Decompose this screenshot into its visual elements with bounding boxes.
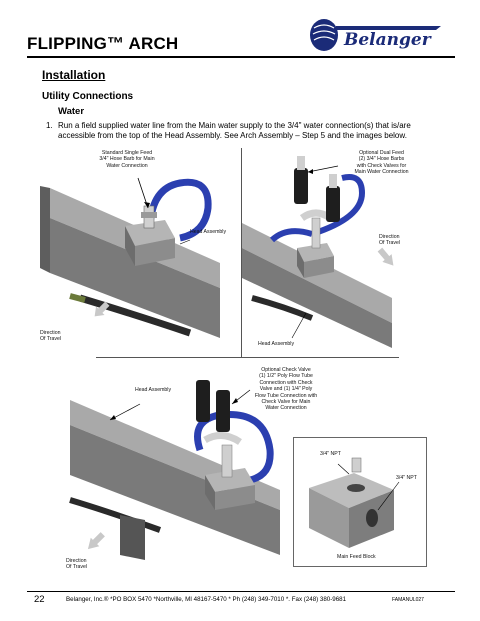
callout-dual-feed: Optional Dual Feed (2) 3/4" Hose Barbs w… (354, 150, 409, 176)
page-title: FLIPPING™ ARCH (27, 34, 179, 53)
figure-check-valve (69, 380, 280, 560)
callout-direction-tl: Direction Of Travel (40, 330, 62, 343)
belanger-logo: Belanger (296, 14, 456, 56)
footer-code: FAMANUL027 (392, 597, 424, 603)
callout-single-feed: Standard Single Feed 3/4" Hose Barb for … (99, 150, 155, 169)
figure-dual-feed (242, 156, 394, 348)
figure-single-feed (40, 177, 220, 338)
callout-npt-side: 3/4" NPT (396, 475, 417, 481)
callout-head-assembly-bottom: Head Assembly (135, 387, 172, 393)
inset-caption: Main Feed Block (337, 554, 376, 560)
callout-head-assembly-tr: Head Assembly (258, 341, 295, 347)
logo-text: Belanger (343, 30, 432, 50)
header-rule (27, 56, 455, 58)
subsubsection-heading: Water (58, 106, 85, 117)
page-number: 22 (34, 594, 45, 605)
callout-direction-tr: Direction Of Travel (379, 234, 401, 247)
figure-divider-vertical (241, 148, 242, 358)
callout-check-valve: Optional Check Valve (1) 1/2" Poly Flow … (254, 367, 318, 412)
footer-rule (27, 591, 455, 592)
section-heading: Installation (42, 68, 106, 82)
callout-direction-bottom: Direction Of Travel (66, 558, 88, 571)
subsection-heading: Utility Connections (42, 91, 134, 102)
step-number: 1. (46, 121, 53, 130)
figure-divider-horizontal (96, 357, 399, 358)
inset-main-feed-block (293, 437, 427, 567)
footer-contact: Belanger, Inc.® *PO BOX 5470 *Northville… (66, 596, 347, 603)
callout-npt-top: 3/4" NPT (320, 451, 341, 457)
step-text: Run a field supplied water line from the… (58, 121, 411, 140)
callout-head-assembly-tl: Head Assembly (190, 229, 227, 235)
